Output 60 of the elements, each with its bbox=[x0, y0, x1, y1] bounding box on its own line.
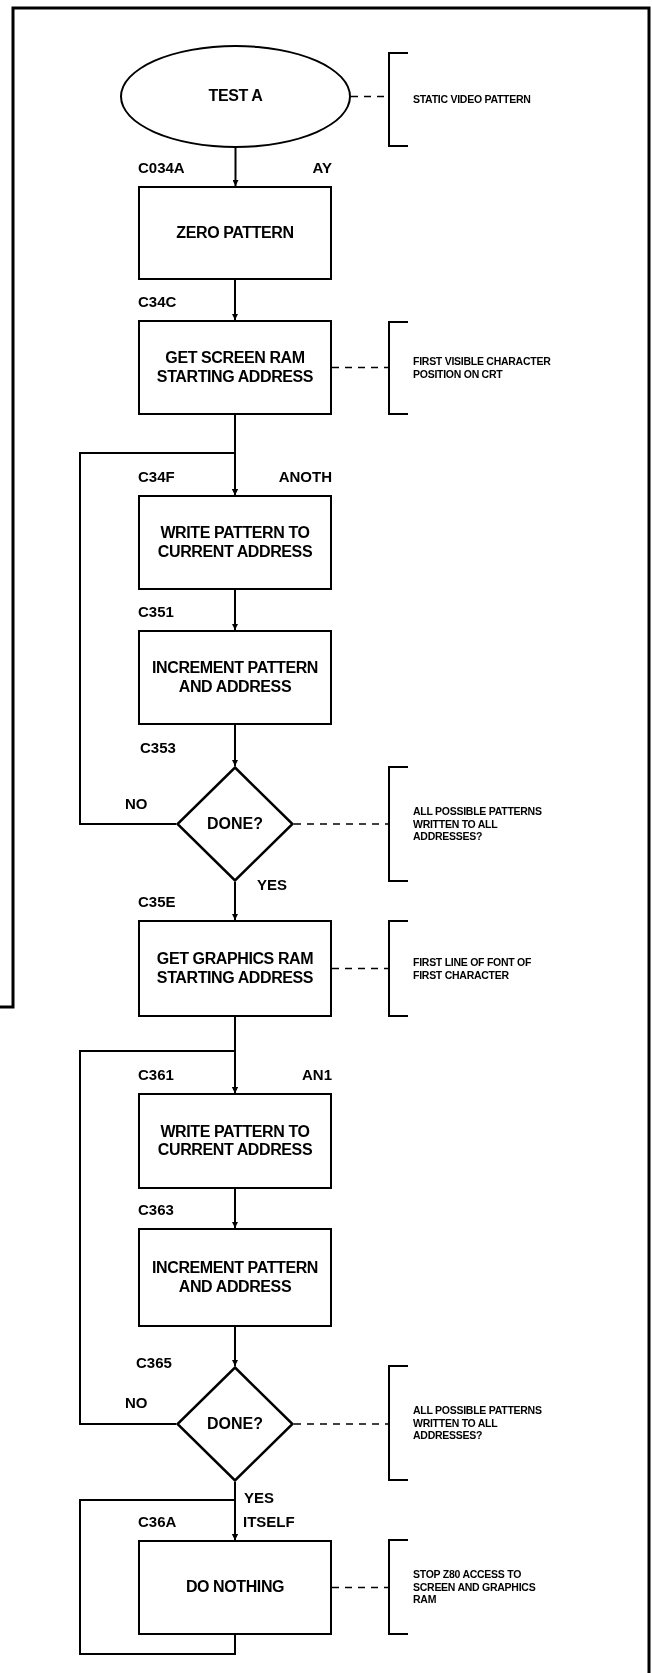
edge-label: YES bbox=[243, 1490, 275, 1505]
flow-arrow bbox=[232, 147, 239, 187]
step-text: GET GRAPHICS RAM STARTING ADDRESS bbox=[155, 950, 315, 987]
leader-line bbox=[331, 366, 389, 369]
address-label: AN1 bbox=[302, 1067, 332, 1082]
address-label: C353 bbox=[140, 740, 176, 755]
address-label: C34C bbox=[138, 294, 177, 309]
address-label: C351 bbox=[138, 604, 174, 619]
step-text: WRITE PATTERN TO CURRENT ADDRESS bbox=[156, 524, 314, 561]
address-label: C361 bbox=[138, 1067, 174, 1082]
process-box bbox=[138, 495, 332, 590]
process-box bbox=[138, 630, 332, 725]
address-label: C34F bbox=[138, 469, 175, 484]
step-text: INCREMENT PATTERN AND ADDRESS bbox=[151, 1259, 319, 1296]
step-text: TEST A bbox=[208, 87, 263, 106]
annotation-text: STATIC VIDEO PATTERN bbox=[413, 93, 532, 106]
flow-arrow bbox=[79, 1050, 238, 1425]
decision-diamond bbox=[176, 1366, 294, 1482]
flow-arrow bbox=[232, 279, 238, 321]
edge-label: NO bbox=[124, 796, 149, 811]
step-text: WRITE PATTERN TO CURRENT ADDRESS bbox=[156, 1122, 314, 1160]
address-label: C36A bbox=[138, 1514, 177, 1529]
step-text: GET SCREEN RAM STARTING ADDRESS bbox=[155, 349, 315, 386]
process-box bbox=[138, 186, 332, 280]
process-box bbox=[138, 1093, 332, 1189]
address-label: AY bbox=[312, 160, 332, 175]
leader-line bbox=[331, 1586, 389, 1589]
flow-arrow bbox=[232, 589, 238, 631]
leader-line bbox=[293, 823, 389, 825]
flow-arrow bbox=[79, 1499, 238, 1655]
annotation-text: ALL POSSIBLE PATTERNS WRITTEN TO ALL ADDRESSES? bbox=[413, 805, 543, 843]
annotation-text: FIRST VISIBLE CHARACTER POSITION ON CRT bbox=[413, 355, 552, 381]
flow-arrow bbox=[232, 1188, 238, 1229]
annotation-text: FIRST LINE OF FONT OF FIRST CHARACTER bbox=[413, 955, 533, 982]
decision-text: DONE? bbox=[207, 814, 263, 834]
process-box bbox=[138, 1540, 332, 1635]
address-label: ITSELF bbox=[243, 1514, 295, 1529]
process-box bbox=[138, 920, 332, 1017]
step-text: DO NOTHING bbox=[185, 1578, 285, 1597]
flow-arrow bbox=[232, 724, 238, 767]
address-label: C363 bbox=[138, 1202, 174, 1217]
leader-line bbox=[331, 967, 389, 970]
step-text: ZERO PATTERN bbox=[176, 223, 294, 243]
decision-diamond bbox=[176, 766, 294, 882]
flow-arrow bbox=[232, 1326, 238, 1367]
step-text: INCREMENT PATTERN AND ADDRESS bbox=[151, 659, 319, 696]
edge-label: YES bbox=[256, 877, 288, 892]
edge-label: NO bbox=[124, 1395, 149, 1410]
address-label: ANOTH bbox=[278, 469, 332, 484]
annotation-text: STOP Z80 ACCESS TO SCREEN AND GRAPHICS RAM bbox=[413, 1568, 537, 1606]
process-box bbox=[138, 320, 332, 415]
address-label: C365 bbox=[136, 1355, 172, 1370]
flow-arrow bbox=[232, 881, 238, 921]
leader-line bbox=[293, 1423, 389, 1425]
address-label: C35E bbox=[138, 894, 176, 909]
annotation-text: ALL POSSIBLE PATTERNS WRITTEN TO ALL ADDRESSES? bbox=[413, 1404, 543, 1442]
flow-arrow bbox=[79, 452, 238, 825]
decision-text: DONE? bbox=[207, 1414, 263, 1434]
process-box bbox=[138, 1228, 332, 1327]
address-label: C034A bbox=[138, 160, 185, 175]
